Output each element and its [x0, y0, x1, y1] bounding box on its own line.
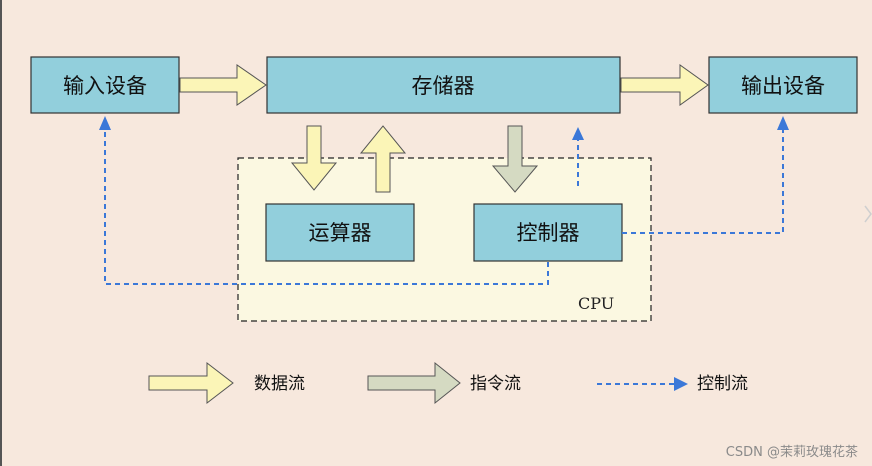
alu-to-memory-arrow: [359, 125, 407, 193]
watermark: CSDN @茉莉玫瑰花茶: [725, 445, 858, 460]
legend-instruction-flow-label: 指令流: [470, 374, 521, 394]
legend: 数据流 指令流 控制流: [148, 361, 748, 405]
output-device-label: 输出设备: [741, 74, 825, 98]
chevron-right-icon: [864, 205, 872, 223]
alu-label: 运算器: [309, 221, 372, 245]
input-device-box: 输入设备: [30, 56, 180, 114]
memory-to-alu-arrow: [290, 125, 338, 191]
controller-box: 控制器: [473, 203, 623, 262]
input-to-memory-arrow: [179, 64, 267, 106]
legend-instruction-flow-arrow: [367, 361, 461, 405]
legend-control-flow-label: 控制流: [697, 374, 748, 394]
memory-to-controller-arrow: [491, 125, 539, 193]
controller-to-input-line: [104, 128, 549, 285]
memory-label: 存储器: [412, 74, 475, 98]
cpu-label: CPU: [578, 294, 614, 313]
legend-data-flow-arrow: [148, 361, 234, 405]
control-flow-lines: [99, 116, 789, 285]
controller-to-input-arrowhead: [99, 116, 111, 130]
input-device-label: 输入设备: [63, 74, 147, 98]
output-device-box: 输出设备: [708, 56, 858, 114]
legend-control-flow-arrowhead: [674, 377, 688, 391]
controller-label: 控制器: [517, 221, 580, 245]
memory-to-output-arrow: [620, 64, 709, 106]
memory-box: 存储器: [266, 56, 621, 114]
legend-data-flow-label: 数据流: [254, 374, 305, 394]
alu-box: 运算器: [265, 203, 415, 262]
controller-to-output-arrowhead: [777, 116, 789, 130]
controller-to-memory-arrowhead: [572, 127, 584, 140]
